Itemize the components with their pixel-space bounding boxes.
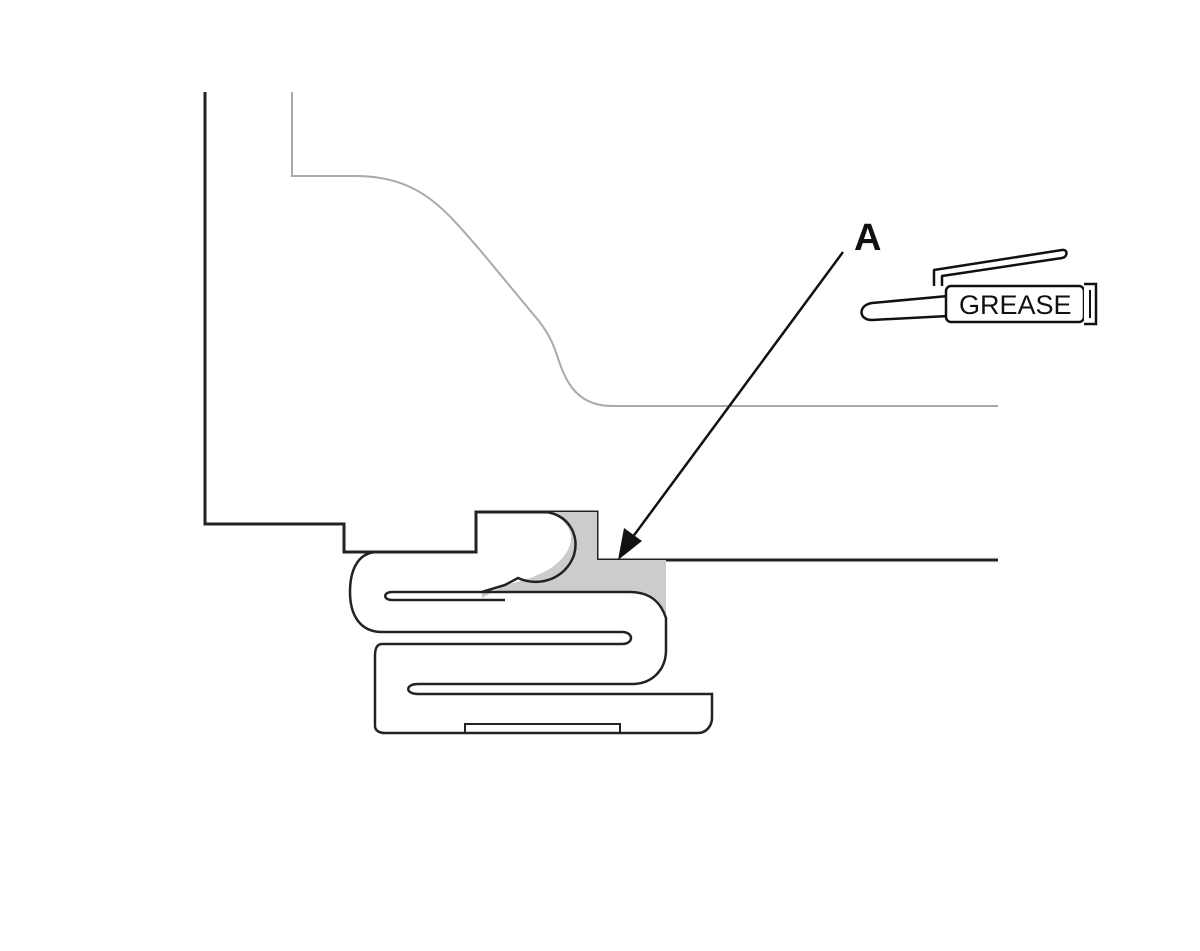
- callout-leader-line: [630, 251, 845, 539]
- grease-icon-label: GREASE: [959, 290, 1072, 320]
- callout-label-a: A: [854, 217, 881, 259]
- grease-gun-icon: [860, 248, 1098, 326]
- seal-top-lobe: [474, 510, 577, 594]
- weatherstrip-seal: [348, 550, 714, 735]
- body-outline: [203, 92, 998, 562]
- seal-base-step: [464, 723, 621, 733]
- inner-panel-contour: [291, 92, 998, 407]
- callout-arrowhead: [618, 528, 642, 560]
